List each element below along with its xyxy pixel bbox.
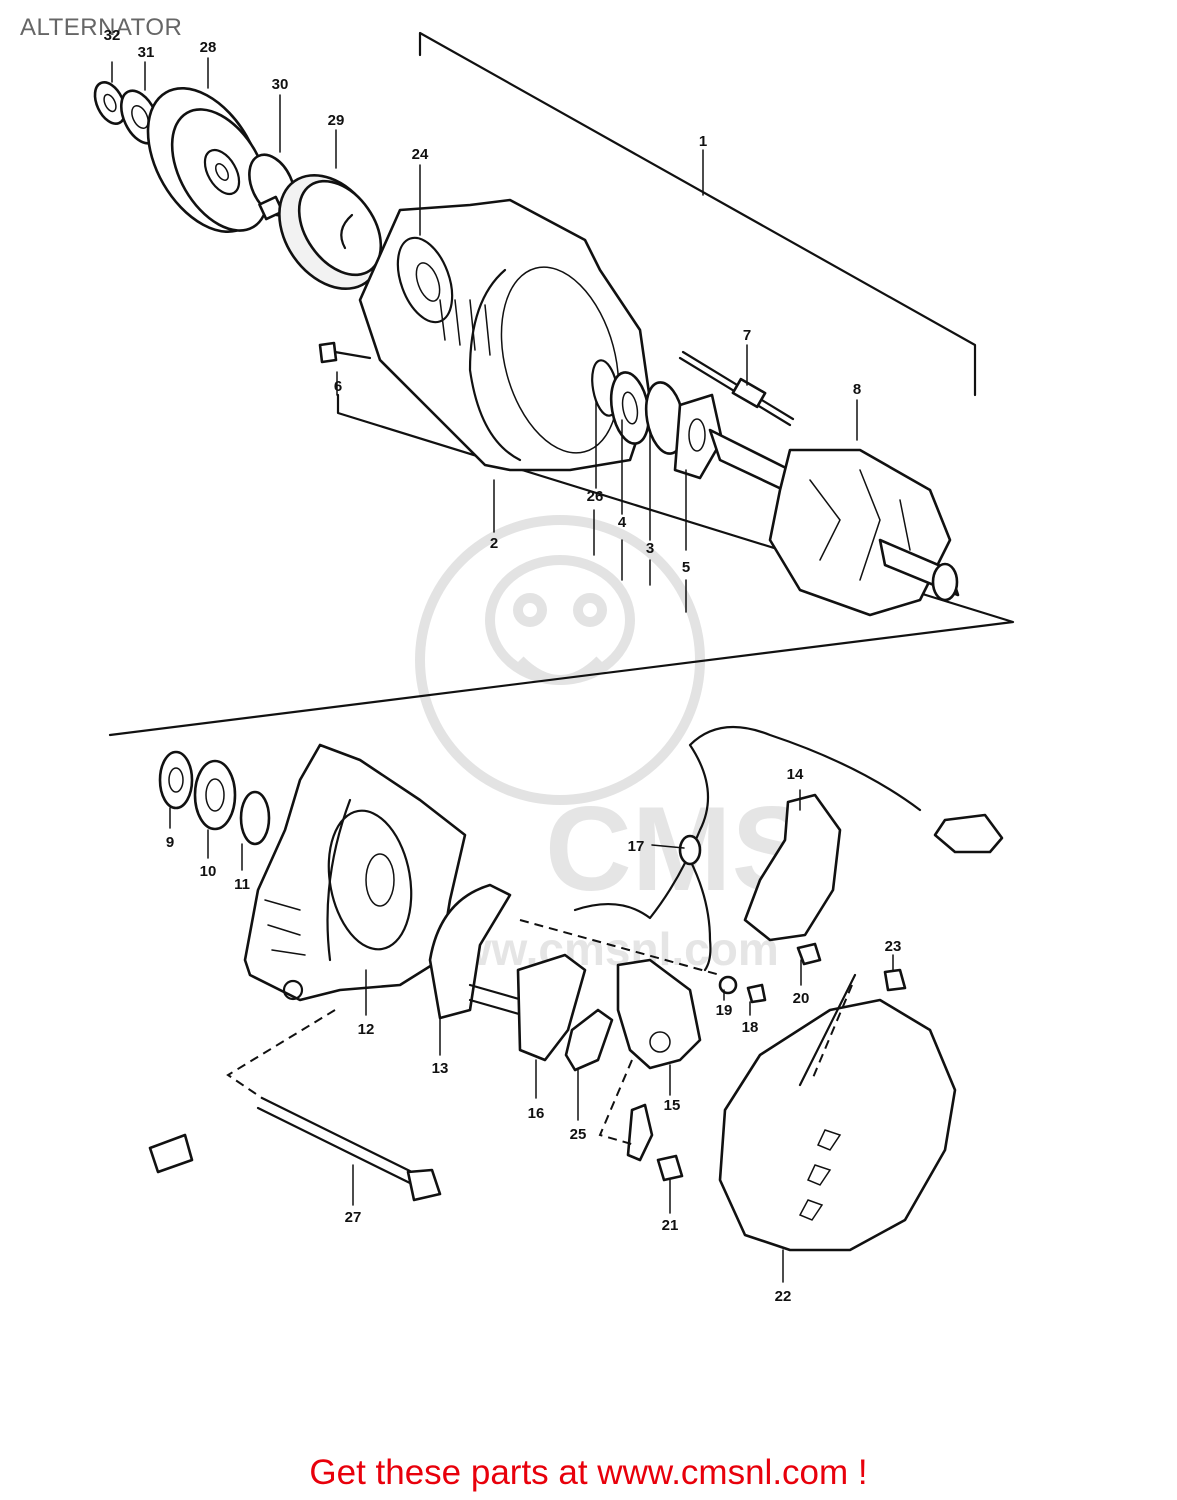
callout-16: 16 <box>528 1105 545 1122</box>
callout-23: 23 <box>885 938 902 955</box>
rear-seal-part <box>239 790 271 846</box>
callout-1: 1 <box>699 133 707 150</box>
reference-marking <box>148 1133 194 1174</box>
callout-4: 4 <box>618 514 627 531</box>
callout-11: 11 <box>234 876 250 893</box>
rear-cover-part-22 <box>718 973 957 1252</box>
leader-lines <box>111 57 894 1283</box>
callout-24: 24 <box>412 146 429 163</box>
through-bolt-part-27 <box>256 1096 442 1202</box>
callout-30: 30 <box>272 76 289 93</box>
stator-part <box>428 883 542 1022</box>
callout-20: 20 <box>793 990 810 1007</box>
pulley-part <box>146 87 270 233</box>
callout-27: 27 <box>345 1209 362 1226</box>
plate-part <box>673 393 724 480</box>
callout-10: 10 <box>200 863 217 880</box>
page-title: ALTERNATOR <box>20 14 183 41</box>
front-housing-part <box>358 198 652 472</box>
rotor-part <box>708 428 960 617</box>
regulator-part-14 <box>743 793 842 942</box>
stud-bolt-part <box>678 350 795 427</box>
callout-28: 28 <box>200 39 217 56</box>
callout-25: 25 <box>570 1126 587 1143</box>
alternator-exploded-diagram: CMS www.cmsnl.com <box>93 27 1015 1305</box>
callout-7: 7 <box>743 327 751 344</box>
small-screws <box>718 942 907 1004</box>
callout-6: 6 <box>334 378 342 395</box>
part-callouts: 1 2 3 4 5 6 7 8 9 10 11 12 13 14 15 16 1… <box>104 27 902 1305</box>
brush-holder-part-16 <box>516 953 587 1062</box>
rear-housing-part <box>243 743 467 1002</box>
callout-9: 9 <box>166 834 174 851</box>
callout-21: 21 <box>662 1217 679 1234</box>
fan-part <box>278 173 383 291</box>
rear-bearing-part <box>193 759 237 831</box>
callout-31: 31 <box>138 44 155 61</box>
brush-part-25 <box>564 1008 614 1072</box>
callout-22: 22 <box>775 1288 792 1305</box>
assembly-bracket <box>108 31 1015 737</box>
callout-18: 18 <box>742 1019 759 1036</box>
callout-14: 14 <box>787 766 804 783</box>
callout-15: 15 <box>664 1097 681 1114</box>
terminal-part <box>626 1103 684 1182</box>
callout-32: 32 <box>104 27 121 44</box>
bolt-part-6 <box>318 341 372 364</box>
rectifier-part-15 <box>616 958 702 1070</box>
dashed-guides <box>226 919 853 1146</box>
callout-5: 5 <box>682 559 690 576</box>
callout-3: 3 <box>646 540 654 557</box>
callout-12: 12 <box>358 1021 375 1038</box>
promo-link[interactable]: Get these parts at www.cmsnl.com ! <box>309 1453 868 1492</box>
callout-13: 13 <box>432 1060 449 1077</box>
callout-2: 2 <box>490 535 498 552</box>
bearing-part <box>609 371 651 445</box>
callout-29: 29 <box>328 112 345 129</box>
callout-26: 26 <box>587 488 604 505</box>
callout-8: 8 <box>853 381 861 398</box>
callout-17: 17 <box>628 838 645 855</box>
callout-19: 19 <box>716 1002 733 1019</box>
rear-washer-part <box>158 750 194 810</box>
lead-wire-part-17 <box>573 725 1004 972</box>
